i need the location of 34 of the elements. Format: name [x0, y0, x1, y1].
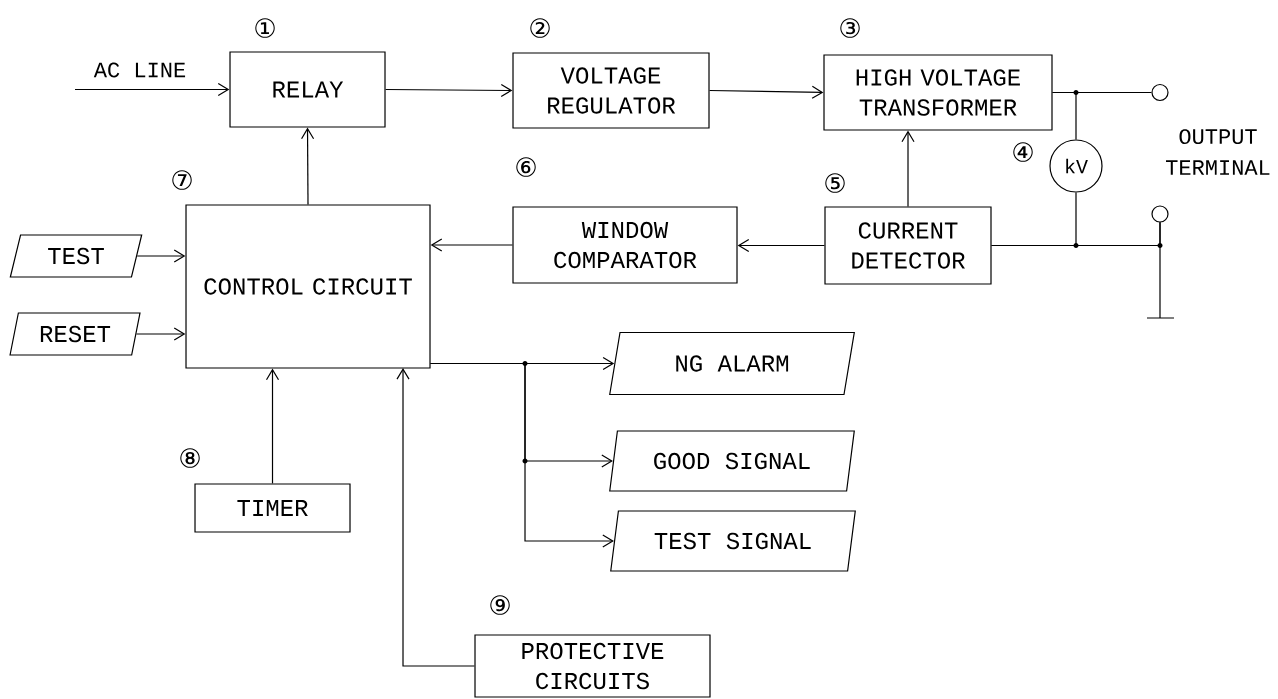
- arrow: [430, 238, 513, 252]
- arrow: [385, 83, 513, 97]
- arrow: [300, 127, 315, 205]
- io-parallelogram: NG ALARM: [609, 331, 855, 396]
- arrow: [737, 238, 825, 253]
- arrow: [136, 249, 186, 263]
- process-box: RELAY: [229, 51, 386, 128]
- terminal-circle: [1151, 205, 1169, 223]
- process-box: CONTROL CIRCUIT: [185, 204, 431, 369]
- arrow: [135, 327, 186, 341]
- terminal-label: OUTPUT TERMINAL: [1166, 129, 1270, 175]
- callout-number: ⑥: [516, 157, 536, 177]
- callout-number: ④: [1013, 142, 1033, 162]
- callout-number: ⑦: [172, 170, 192, 190]
- arrow: [265, 368, 280, 484]
- arrow: [430, 362, 614, 548]
- arrow: [901, 130, 915, 207]
- arrow: [709, 85, 824, 99]
- process-box: VOLTAGE REGULATOR: [512, 52, 710, 129]
- edge-label: AC LINE: [92, 61, 188, 79]
- process-box: PROTECTIVE CIRCUITS: [474, 634, 711, 698]
- io-parallelogram: RESET: [9, 312, 141, 356]
- io-parallelogram: TEST: [9, 234, 143, 278]
- process-box: WINDOW COMPARATOR: [512, 206, 738, 284]
- arrow: [396, 368, 475, 667]
- callout-number: ⑤: [825, 173, 845, 193]
- io-parallelogram: TEST SIGNAL: [610, 510, 856, 572]
- arrow: [74, 82, 230, 97]
- process-box: TIMER: [194, 483, 351, 533]
- io-parallelogram: GOOD SIGNAL: [609, 430, 855, 492]
- callout-number: ⑧: [180, 448, 200, 468]
- terminal-circle: [1151, 83, 1169, 102]
- process-box: HIGH VOLTAGE TRANSFORMER: [823, 54, 1053, 131]
- process-box: CURRENT DETECTOR: [824, 206, 992, 285]
